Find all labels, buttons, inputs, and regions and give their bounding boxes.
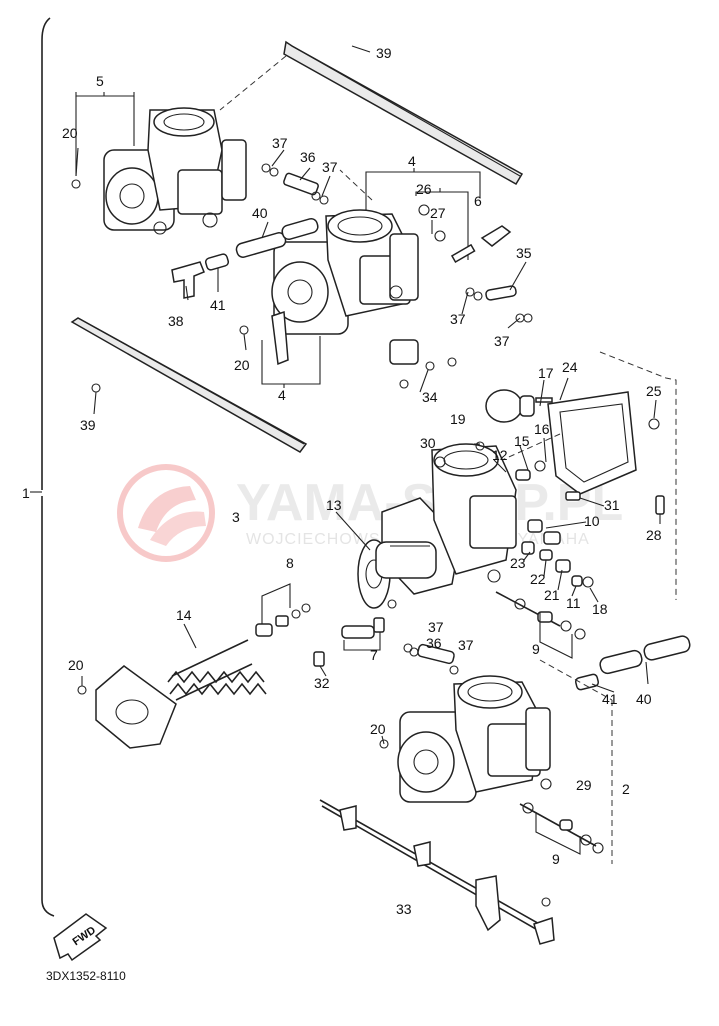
callout-11: 11 <box>566 595 581 611</box>
callout-29: 29 <box>576 777 592 793</box>
callout-37: 37 <box>458 637 474 653</box>
callout-4: 4 <box>278 387 286 403</box>
callout-5: 5 <box>96 73 104 89</box>
fwd-arrow-icon: FWD <box>53 913 108 962</box>
diaphragm-cover <box>77 665 177 749</box>
callout-2: 2 <box>622 781 630 797</box>
callout-19: 19 <box>450 411 466 427</box>
diagram-code: 3DX1352-8110 <box>46 969 126 983</box>
callout-33: 33 <box>396 901 412 917</box>
callout-34: 34 <box>422 389 438 405</box>
small-parts-lower <box>403 635 691 691</box>
callout-12: 12 <box>492 447 508 463</box>
upper-rod <box>283 40 524 186</box>
callout-37: 37 <box>428 619 444 635</box>
callout-21: 21 <box>544 587 560 603</box>
callout-20: 20 <box>234 357 250 373</box>
callout-6: 6 <box>474 193 482 209</box>
small-parts-top <box>71 163 533 393</box>
assembly-bracket <box>41 17 55 917</box>
callout-41: 41 <box>602 691 618 707</box>
piston-diaphragm-13 <box>357 539 437 609</box>
carburetor-assembly-4 <box>271 209 419 335</box>
throttle-linkage-33 <box>319 799 555 945</box>
callout-labels: 5 20 39 37 36 37 4 26 6 27 40 35 38 41 3… <box>22 45 662 917</box>
callout-30: 30 <box>420 435 436 451</box>
callout-20: 20 <box>68 657 84 673</box>
callout-25: 25 <box>646 383 662 399</box>
callout-37: 37 <box>494 333 510 349</box>
callout-8: 8 <box>286 555 294 571</box>
lower-rod <box>70 317 308 453</box>
callout-27: 27 <box>430 205 446 221</box>
callout-26: 26 <box>416 181 432 197</box>
callout-3: 3 <box>232 509 240 525</box>
callout-37: 37 <box>450 311 466 327</box>
callout-4: 4 <box>408 153 416 169</box>
small-parts-mid <box>255 599 397 667</box>
callout-35: 35 <box>516 245 532 261</box>
callout-1: 1 <box>22 485 30 501</box>
callout-18: 18 <box>592 601 608 617</box>
carburetor-assembly-2 <box>379 675 552 803</box>
spring-14 <box>167 639 267 701</box>
callout-20: 20 <box>62 125 78 141</box>
callout-31: 31 <box>604 497 620 513</box>
callout-16: 16 <box>534 421 550 437</box>
callout-17: 17 <box>538 365 554 381</box>
jet-line-9-lower <box>519 802 604 854</box>
callout-38: 38 <box>168 313 184 329</box>
callout-23: 23 <box>510 555 526 571</box>
callout-37: 37 <box>322 159 338 175</box>
callout-10: 10 <box>584 513 600 529</box>
callout-39: 39 <box>80 417 96 433</box>
callout-24: 24 <box>562 359 578 375</box>
watermark-logo-icon <box>117 464 215 562</box>
callout-20: 20 <box>370 721 386 737</box>
callout-40: 40 <box>252 205 268 221</box>
callout-28: 28 <box>646 527 662 543</box>
carburetor-assembly-5 <box>103 107 247 235</box>
callout-15: 15 <box>514 433 530 449</box>
callout-36: 36 <box>300 149 316 165</box>
callout-37: 37 <box>272 135 288 151</box>
callout-39: 39 <box>376 45 392 61</box>
callout-40: 40 <box>636 691 652 707</box>
callout-14: 14 <box>176 607 192 623</box>
callout-32: 32 <box>314 675 330 691</box>
callout-9: 9 <box>552 851 560 867</box>
callout-7: 7 <box>370 647 378 663</box>
callout-13: 13 <box>326 497 342 513</box>
callout-22: 22 <box>530 571 546 587</box>
callout-9: 9 <box>532 641 540 657</box>
callout-36: 36 <box>426 635 442 651</box>
jet-line-9 <box>495 591 586 640</box>
float-bowl-group <box>485 389 665 515</box>
callout-41: 41 <box>210 297 226 313</box>
leader-lines <box>75 45 661 745</box>
